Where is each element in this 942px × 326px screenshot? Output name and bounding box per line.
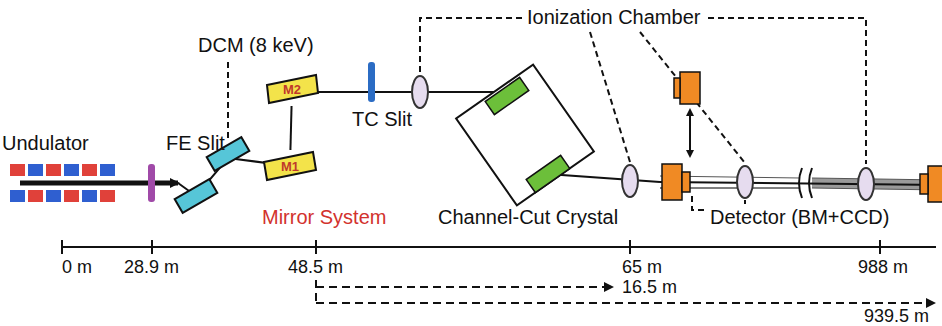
dcm-crystal — [175, 179, 218, 213]
magnet-block — [100, 190, 115, 202]
magnet-block — [10, 164, 25, 176]
part-label: FE Slit — [166, 132, 225, 154]
part-label: Mirror System — [262, 206, 386, 228]
channel-cut-crystal — [456, 65, 594, 206]
mirror-name: M2 — [283, 83, 301, 96]
crystal-plate — [485, 77, 529, 114]
part-label: Undulator — [2, 132, 89, 154]
scale-label: 28.9 m — [124, 258, 179, 278]
beam-band — [660, 176, 942, 190]
distance-label: 939.5 m — [864, 307, 929, 326]
magnet-block — [64, 190, 79, 202]
beam-line — [660, 182, 942, 185]
magnet-block — [28, 164, 43, 176]
magnet-block — [64, 164, 79, 176]
scale-label: 48.5 m — [288, 258, 343, 278]
mirror-box: M1 — [262, 150, 318, 182]
crystal-plate — [526, 155, 570, 192]
scale-bar — [62, 240, 936, 254]
fe-slit — [148, 164, 155, 202]
part-label: DCM (8 keV) — [198, 34, 314, 56]
leader-line — [227, 62, 229, 140]
callout-label: Ionization Chamber — [527, 6, 700, 28]
magnet-block — [10, 190, 25, 202]
magnet-block — [82, 164, 97, 176]
part-label: TC Slit — [352, 108, 412, 130]
magnet-block — [46, 164, 61, 176]
part-label: Detector (BM+CCD) — [710, 206, 889, 228]
part-label: Channel-Cut Crystal — [438, 206, 618, 228]
ionization-chamber — [412, 76, 874, 200]
magnet-block — [46, 190, 61, 202]
leader-line — [420, 18, 866, 210]
beam-connector — [290, 106, 291, 150]
detector — [662, 72, 942, 202]
magnet-block — [82, 190, 97, 202]
magnet-block — [100, 164, 115, 176]
move-arrow — [689, 110, 691, 156]
scale-label: 0 m — [62, 258, 92, 278]
mirror-name: M1 — [281, 160, 299, 173]
mirror-box: M2 — [264, 72, 320, 106]
scale-label: 65 m — [622, 258, 662, 278]
magnet-block — [28, 190, 43, 202]
scale-label: 988 m — [858, 258, 908, 278]
distance-label: 16.5 m — [622, 278, 677, 298]
tc-slit — [368, 62, 375, 102]
break-mark — [799, 168, 812, 198]
